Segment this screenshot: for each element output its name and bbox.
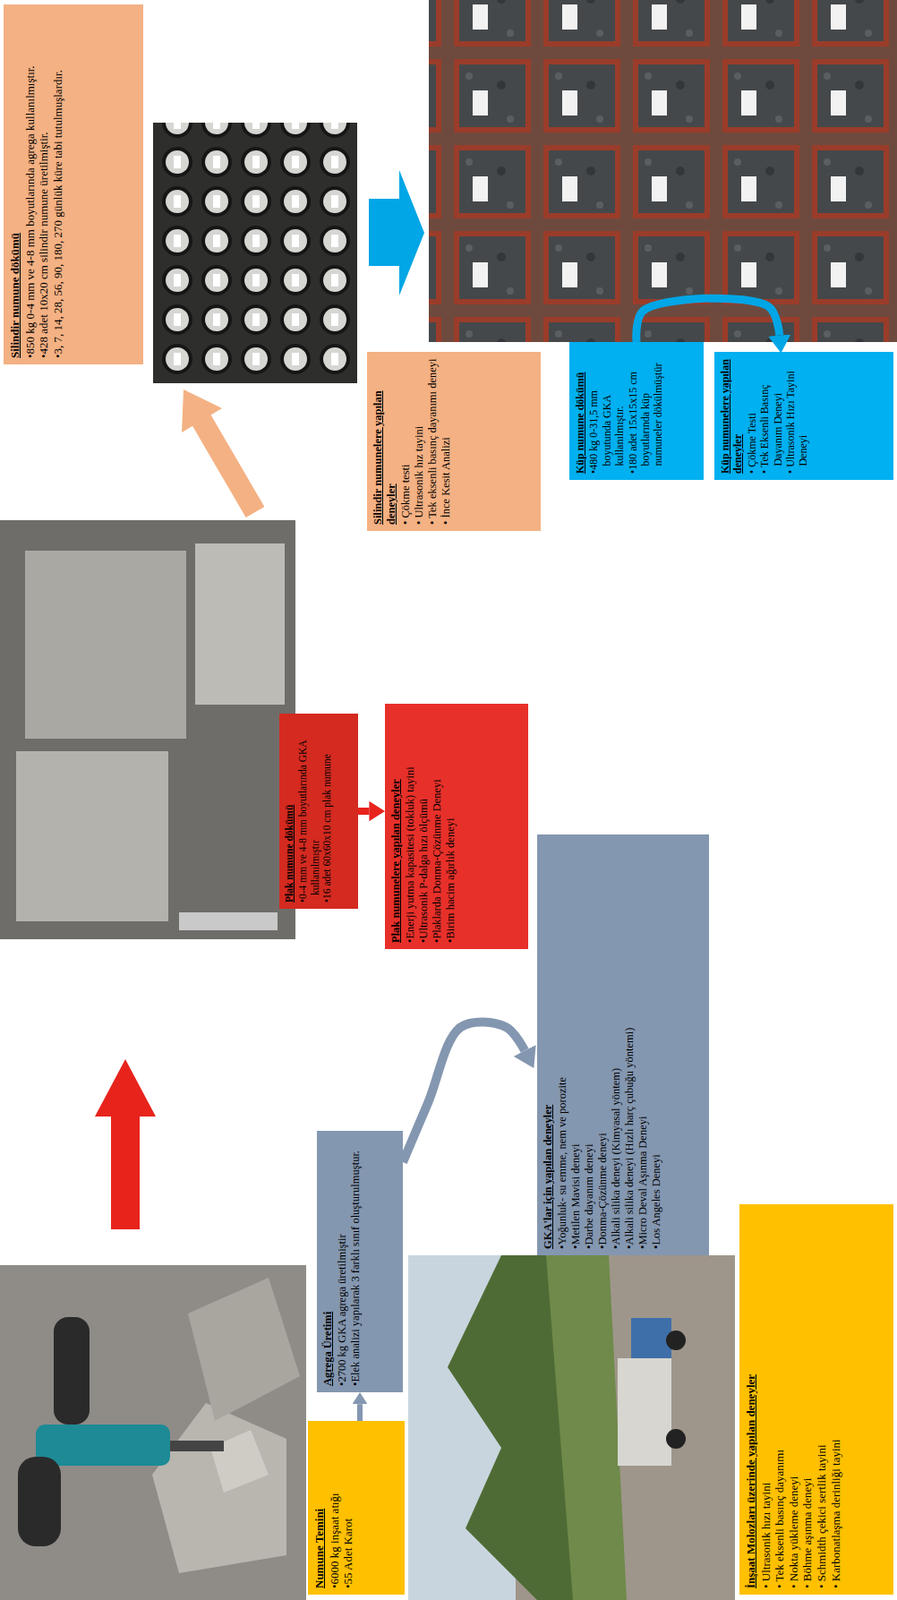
plate-sample	[25, 550, 187, 739]
block-arrow	[94, 1059, 156, 1230]
cylinder-photo	[153, 122, 358, 384]
rubble	[187, 1277, 300, 1421]
box-heading: İnşaat Molozları üzerinde yapılan deneyl…	[743, 1210, 759, 1589]
box-bullet: •Darbe dayanım deneyi	[582, 840, 597, 1249]
box-bullet: •16 adet 60x60x10 cm plak numune	[321, 719, 334, 903]
box-heading: Agrega Üretimi	[321, 1136, 335, 1386]
box-bullet: •Birim hacim ağırlık deneyi	[444, 709, 458, 943]
box-bullet: •428 adet 10x20 cm silindir numune üreti…	[36, 10, 52, 359]
block-arrow	[201, 419, 256, 513]
arm	[17, 1456, 61, 1547]
cube-photo	[428, 0, 897, 342]
flow-arrow	[357, 1403, 363, 1421]
arm	[53, 1316, 90, 1425]
box-heading: Küp numune dökümü	[573, 348, 587, 474]
box-bullet: • Tek Eksenli Basınç Dayanım Deneyi	[758, 358, 785, 474]
block-arrow	[368, 170, 425, 296]
drill-body	[35, 1424, 171, 1466]
box-heading: Silindir numunelere yapılan deneyler	[371, 358, 399, 525]
process-box: Numune Temini•6000 kg inşaat atığı•55 Ad…	[307, 1420, 405, 1595]
box-bullet: • Çökme testi	[399, 358, 413, 525]
box-bullet: • Ultrasonik hızı tayini	[759, 1210, 774, 1589]
site-photo	[408, 1255, 735, 1600]
box-bullet: •180 adet 15x15x15 cm boyutlarında küp n…	[626, 348, 666, 474]
box-bullet: •2700 kg GKA agrega üretilmiştir	[335, 1136, 350, 1386]
drill-bit	[170, 1440, 224, 1452]
box-bullet: •Alkali silika deneyi (Kimyasal yöntem)	[609, 840, 624, 1249]
box-bullet: • Ultrasonik hız tayini	[412, 358, 427, 525]
box-bullet: •Yoğunluk- su emme, nem ve porozite	[555, 840, 570, 1249]
rubble	[210, 1429, 269, 1493]
process-box: Silindir numunelere yapılan deneyler• Çö…	[367, 351, 541, 531]
process-box: İnşaat Molozları üzerinde yapılan deneyl…	[739, 1204, 894, 1595]
box-bullet: •Ultrasonik P-dalga hızı ölçümü	[417, 709, 431, 943]
photo-ground	[408, 1255, 735, 1600]
box-bullet: • Nokta yükleme deneyi	[786, 1210, 802, 1589]
box-bullet: •Plaklarda Donma-Çözünme Deneyi	[430, 709, 445, 943]
photo-ground	[0, 520, 296, 940]
truck	[617, 1358, 672, 1466]
wheel	[666, 1330, 686, 1350]
trees	[546, 1255, 627, 1600]
box-bullet: •Los Angeles Deneyi	[649, 840, 664, 1249]
process-box: Silindir numune dökümü•850 kg 0-4 mm ve …	[3, 4, 144, 365]
box-heading: Numune Temini	[312, 1426, 327, 1589]
process-box: GKA'lar için yapılan deneyler•Yoğunluk- …	[537, 834, 710, 1256]
box-bullet: • Tek eksenli basınç dayanımı deneyi	[426, 358, 440, 525]
flow-arrow	[636, 298, 780, 342]
drill-photo	[0, 1264, 307, 1600]
box-bullet: • Ultrasonik Hızı Tayini Deneyi	[784, 358, 811, 474]
box-bullet: • Karbonatlaşma derinliği tayini	[828, 1210, 844, 1589]
box-bullet: •Metilen Mavisi deneyi	[569, 840, 583, 1249]
box-bullet: • Schmidth çekici sertlik tayini	[814, 1210, 829, 1589]
box-heading: Plak numunelere yapılan deneyler	[389, 709, 403, 943]
plate-photo	[0, 520, 296, 940]
flow-arrow	[358, 807, 369, 815]
block-arrow	[181, 389, 223, 433]
box-bullet: •480 kg 0-31,5 mm boyutunda GKA kullanıl…	[587, 348, 626, 474]
box-bullet: •850 kg 0-4 mm ve 4-8 mm boyutlarında ag…	[23, 10, 38, 359]
plate-sample	[16, 751, 169, 922]
box-bullet: •55 Adet Karot	[341, 1426, 356, 1589]
photo-ground	[0, 1264, 307, 1600]
process-box: Agrega Üretimi•2700 kg GKA agrega üretil…	[316, 1130, 403, 1393]
box-bullet: • Çökme Testi	[745, 358, 759, 474]
box-bullet: •6000 kg inşaat atığı	[327, 1426, 342, 1589]
box-bullet: • İnce Kesit Analizi	[439, 358, 453, 525]
process-box: Plak numune dökümü•0-4 mm ve 4-8 mm boyu…	[279, 713, 359, 909]
process-box: Küp numune dökümü•480 kg 0-31,5 mm boyut…	[569, 341, 704, 480]
box-bullet: •Elek analizi yapılarak 3 farklı sınıf o…	[349, 1136, 363, 1386]
process-box: Plak numunelere yapılan deneyler•Enerji …	[384, 703, 529, 949]
box-heading: Küp numunelere yapılan deneyler	[718, 358, 745, 474]
box-bullet: •Alkali silika deneyi (Hızlı harç çubuğu…	[623, 840, 637, 1249]
box-bullet: • Tek eksenli basınç dayanımı	[772, 1210, 787, 1589]
box-bullet: •Micro Deval Aşınma Deneyi	[636, 840, 650, 1249]
rubble	[152, 1402, 287, 1573]
box-bullet: •Donma-Çözünme deneyi	[596, 840, 610, 1249]
box-bullet: • Böhme aşınma deneyi	[800, 1210, 815, 1589]
wheel	[666, 1428, 686, 1449]
box-heading: Silindir numune dökümü	[8, 10, 23, 359]
box-bullet: •0-4 mm ve 4-8 mm boyutlarında GKA kulla…	[297, 719, 323, 903]
box-bullet: •3, 7, 14, 28, 56, 90, 180, 270 günlük k…	[51, 10, 66, 359]
process-box: Küp numunelere yapılan deneyler• Çökme T…	[714, 351, 894, 480]
plate-sample	[195, 543, 285, 705]
box-bullet: •Enerji yutma kapasitesi (tokluk) tayini	[403, 709, 418, 943]
box-heading: Plak numune dökümü	[283, 719, 297, 903]
box-heading: GKA'lar için yapılan deneyler	[541, 840, 556, 1249]
flow-arrow	[402, 1021, 525, 1162]
mould-edge	[179, 912, 278, 931]
truck-cab	[631, 1317, 672, 1359]
